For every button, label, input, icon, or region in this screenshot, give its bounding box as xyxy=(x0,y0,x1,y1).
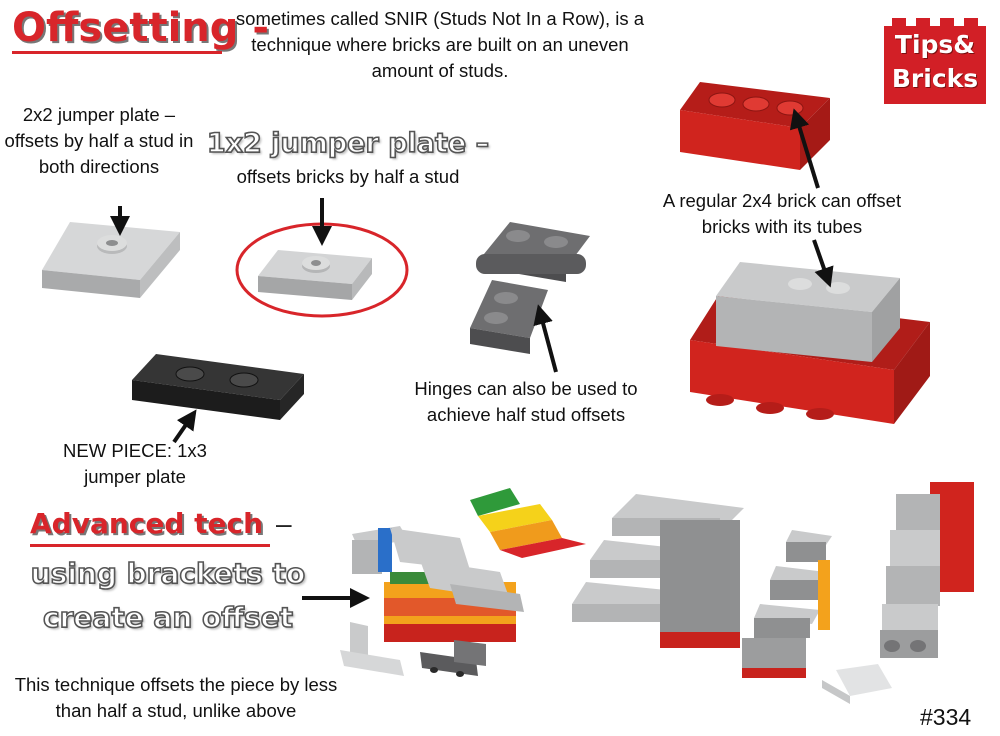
jumper-plate-1x2-image xyxy=(258,250,372,300)
bracket-staircase-image xyxy=(352,526,524,642)
caption-hinges: Hinges can also be used to achieve half … xyxy=(414,378,638,425)
tips-bricks-logo: Tips& Bricks xyxy=(884,18,986,104)
arrow-gray-brick xyxy=(812,239,834,288)
title-underline xyxy=(12,51,222,54)
small-stair-plates-image xyxy=(470,488,586,558)
arrow-hinge xyxy=(533,304,558,373)
caption-advanced: This technique offsets the piece by less… xyxy=(14,674,338,721)
logo-line-2: Bricks xyxy=(891,64,979,93)
offset-brick-combo-image xyxy=(690,262,930,424)
page-title: Offsetting - xyxy=(12,5,269,51)
bracket-light-gray-image xyxy=(340,622,404,676)
tile-piece-image xyxy=(822,664,892,704)
caption-brick-2x4: A regular 2x4 brick can offset bricks wi… xyxy=(662,190,902,237)
advanced-underline xyxy=(30,544,270,547)
tall-stair-column-image xyxy=(880,482,974,658)
advanced-dash: – xyxy=(276,508,292,539)
jumper-plate-2x2-image xyxy=(42,222,180,298)
hinge-plates-image xyxy=(470,222,590,354)
gray-stair-stack-image xyxy=(572,494,744,648)
caption-jumper-1x2-sub: offsets bricks by half a stud xyxy=(236,166,460,187)
arrow-1x3 xyxy=(172,409,197,444)
arrow-tubes xyxy=(789,108,820,189)
advanced-title: Advanced tech xyxy=(30,507,264,540)
advanced-line-1: using brackets to xyxy=(30,556,306,591)
jumper-plate-1x3-image xyxy=(132,354,304,420)
advanced-line-2: create an offset xyxy=(42,600,294,635)
intro-text: sometimes called SNIR (Studs Not In a Ro… xyxy=(235,8,645,81)
logo-brick-icon xyxy=(884,18,986,104)
logo-line-1: Tips& xyxy=(894,30,976,59)
caption-jumper-1x2-title: 1x2 jumper plate – xyxy=(206,127,490,160)
tip-number: #334 xyxy=(920,704,972,730)
narrow-stair-image xyxy=(742,530,832,678)
caption-jumper-2x2: 2x2 jumper plate – offsets by half a stu… xyxy=(4,104,194,177)
bracket-dark-gray-image xyxy=(420,640,486,677)
caption-jumper-1x3: NEW PIECE: 1x3 jumper plate xyxy=(63,440,207,487)
